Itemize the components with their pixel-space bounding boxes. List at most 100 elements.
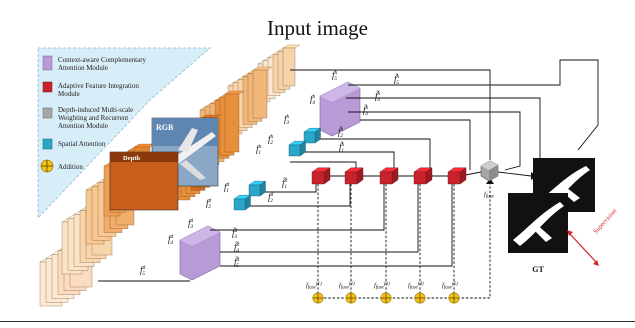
legend-label: Adaptive Feature Integration bbox=[58, 82, 139, 90]
cube-front bbox=[379, 171, 393, 185]
spatial-attention-cube bbox=[303, 127, 322, 144]
fuse-stage-label: ffuse(4) bbox=[408, 282, 424, 291]
afi-cube bbox=[413, 167, 433, 185]
cube-front bbox=[311, 171, 325, 185]
encoder-slab bbox=[282, 47, 296, 87]
connection-line bbox=[246, 184, 351, 207]
spatial-attention-modules bbox=[233, 127, 322, 211]
addition-node bbox=[414, 292, 426, 304]
legend-depth-induced-weighting: Depth-induced Multi-scale Weighting and … bbox=[42, 106, 133, 130]
spatial-attention-cube bbox=[288, 140, 307, 157]
supervision-label: Supervision bbox=[592, 207, 618, 235]
connection-line bbox=[360, 119, 471, 170]
depth-label: Depth bbox=[123, 155, 140, 162]
fuse-stage-label: ffuse(3) bbox=[374, 282, 390, 291]
addition-node bbox=[448, 292, 460, 304]
legend-label: Spatial Attention bbox=[58, 140, 106, 148]
connection-line bbox=[290, 69, 491, 160]
afi-modules bbox=[311, 167, 467, 185]
afi-cube bbox=[311, 167, 331, 185]
connection-line bbox=[290, 161, 357, 170]
connection-line bbox=[346, 97, 541, 160]
connection-line bbox=[348, 59, 599, 151]
fuse-final-label: ffuse bbox=[484, 191, 495, 200]
fuse-stage-label: ffuse(5) bbox=[442, 282, 458, 291]
legend-label: Attention Module bbox=[58, 122, 108, 130]
spatial-attention-cube bbox=[248, 180, 267, 197]
addition-node bbox=[312, 292, 324, 304]
legend-context-aware-attention: Context-aware Complementary Attention Mo… bbox=[42, 55, 147, 72]
connection-line bbox=[220, 184, 419, 253]
connections bbox=[98, 59, 599, 299]
connection-line bbox=[302, 151, 395, 170]
afi-cube bbox=[447, 167, 467, 185]
fuse-stage-label: ffuse(2) bbox=[339, 282, 355, 291]
spatial-attention-cube bbox=[233, 194, 252, 211]
connection-line bbox=[260, 180, 317, 193]
addition-node bbox=[380, 292, 392, 304]
addition-node bbox=[345, 292, 357, 304]
dashed-connection bbox=[324, 180, 491, 299]
encoder-slab-top bbox=[282, 44, 301, 49]
cube-front bbox=[233, 198, 246, 211]
diagram-title: Input image bbox=[267, 16, 368, 40]
depth-input-image: Depth bbox=[109, 151, 179, 211]
connection-line bbox=[220, 184, 453, 267]
cube-front bbox=[303, 131, 316, 144]
afi-cube bbox=[344, 167, 364, 185]
supervision-arrow: Supervision bbox=[567, 207, 619, 266]
cube-front bbox=[344, 171, 358, 185]
cca-module-depth bbox=[179, 225, 221, 281]
legend-label: Context-aware Complementary bbox=[58, 56, 147, 64]
cube-front bbox=[447, 171, 461, 185]
connection-line bbox=[210, 184, 385, 231]
legend-label: Depth-induced Multi-scale bbox=[58, 106, 133, 114]
connection-line bbox=[497, 171, 532, 177]
legend-label: Addition bbox=[58, 163, 83, 171]
afi-cube bbox=[379, 167, 399, 185]
legend-adaptive-feature-integration: Adaptive Feature Integration Module bbox=[42, 81, 139, 98]
bottom-rule bbox=[0, 321, 635, 322]
encoder-slab bbox=[252, 69, 268, 119]
connection-line bbox=[316, 138, 431, 170]
legend-label: Attention Module bbox=[58, 64, 108, 72]
legend: Context-aware Complementary Attention Mo… bbox=[37, 47, 212, 220]
cca-module-rgb bbox=[319, 81, 361, 137]
dmwr-module bbox=[480, 160, 499, 182]
rgb-label: RGB bbox=[156, 123, 174, 132]
legend-spatial-attention: Spatial Attention bbox=[42, 138, 106, 150]
encoder-slab bbox=[224, 93, 240, 153]
cube-front bbox=[413, 171, 427, 185]
gt-label: GT bbox=[532, 265, 544, 274]
fuse-labels: ffuse(1)ffuse(2)ffuse(3)ffuse(4)ffuse(5)… bbox=[306, 191, 495, 291]
addition-nodes bbox=[312, 292, 460, 304]
legend-label: Weighting and Recurrent bbox=[58, 114, 128, 122]
arrow-head bbox=[486, 178, 494, 184]
cube-front bbox=[248, 184, 261, 197]
cube-front bbox=[288, 144, 301, 157]
legend-label: Module bbox=[58, 90, 80, 98]
connection-line bbox=[348, 111, 521, 171]
